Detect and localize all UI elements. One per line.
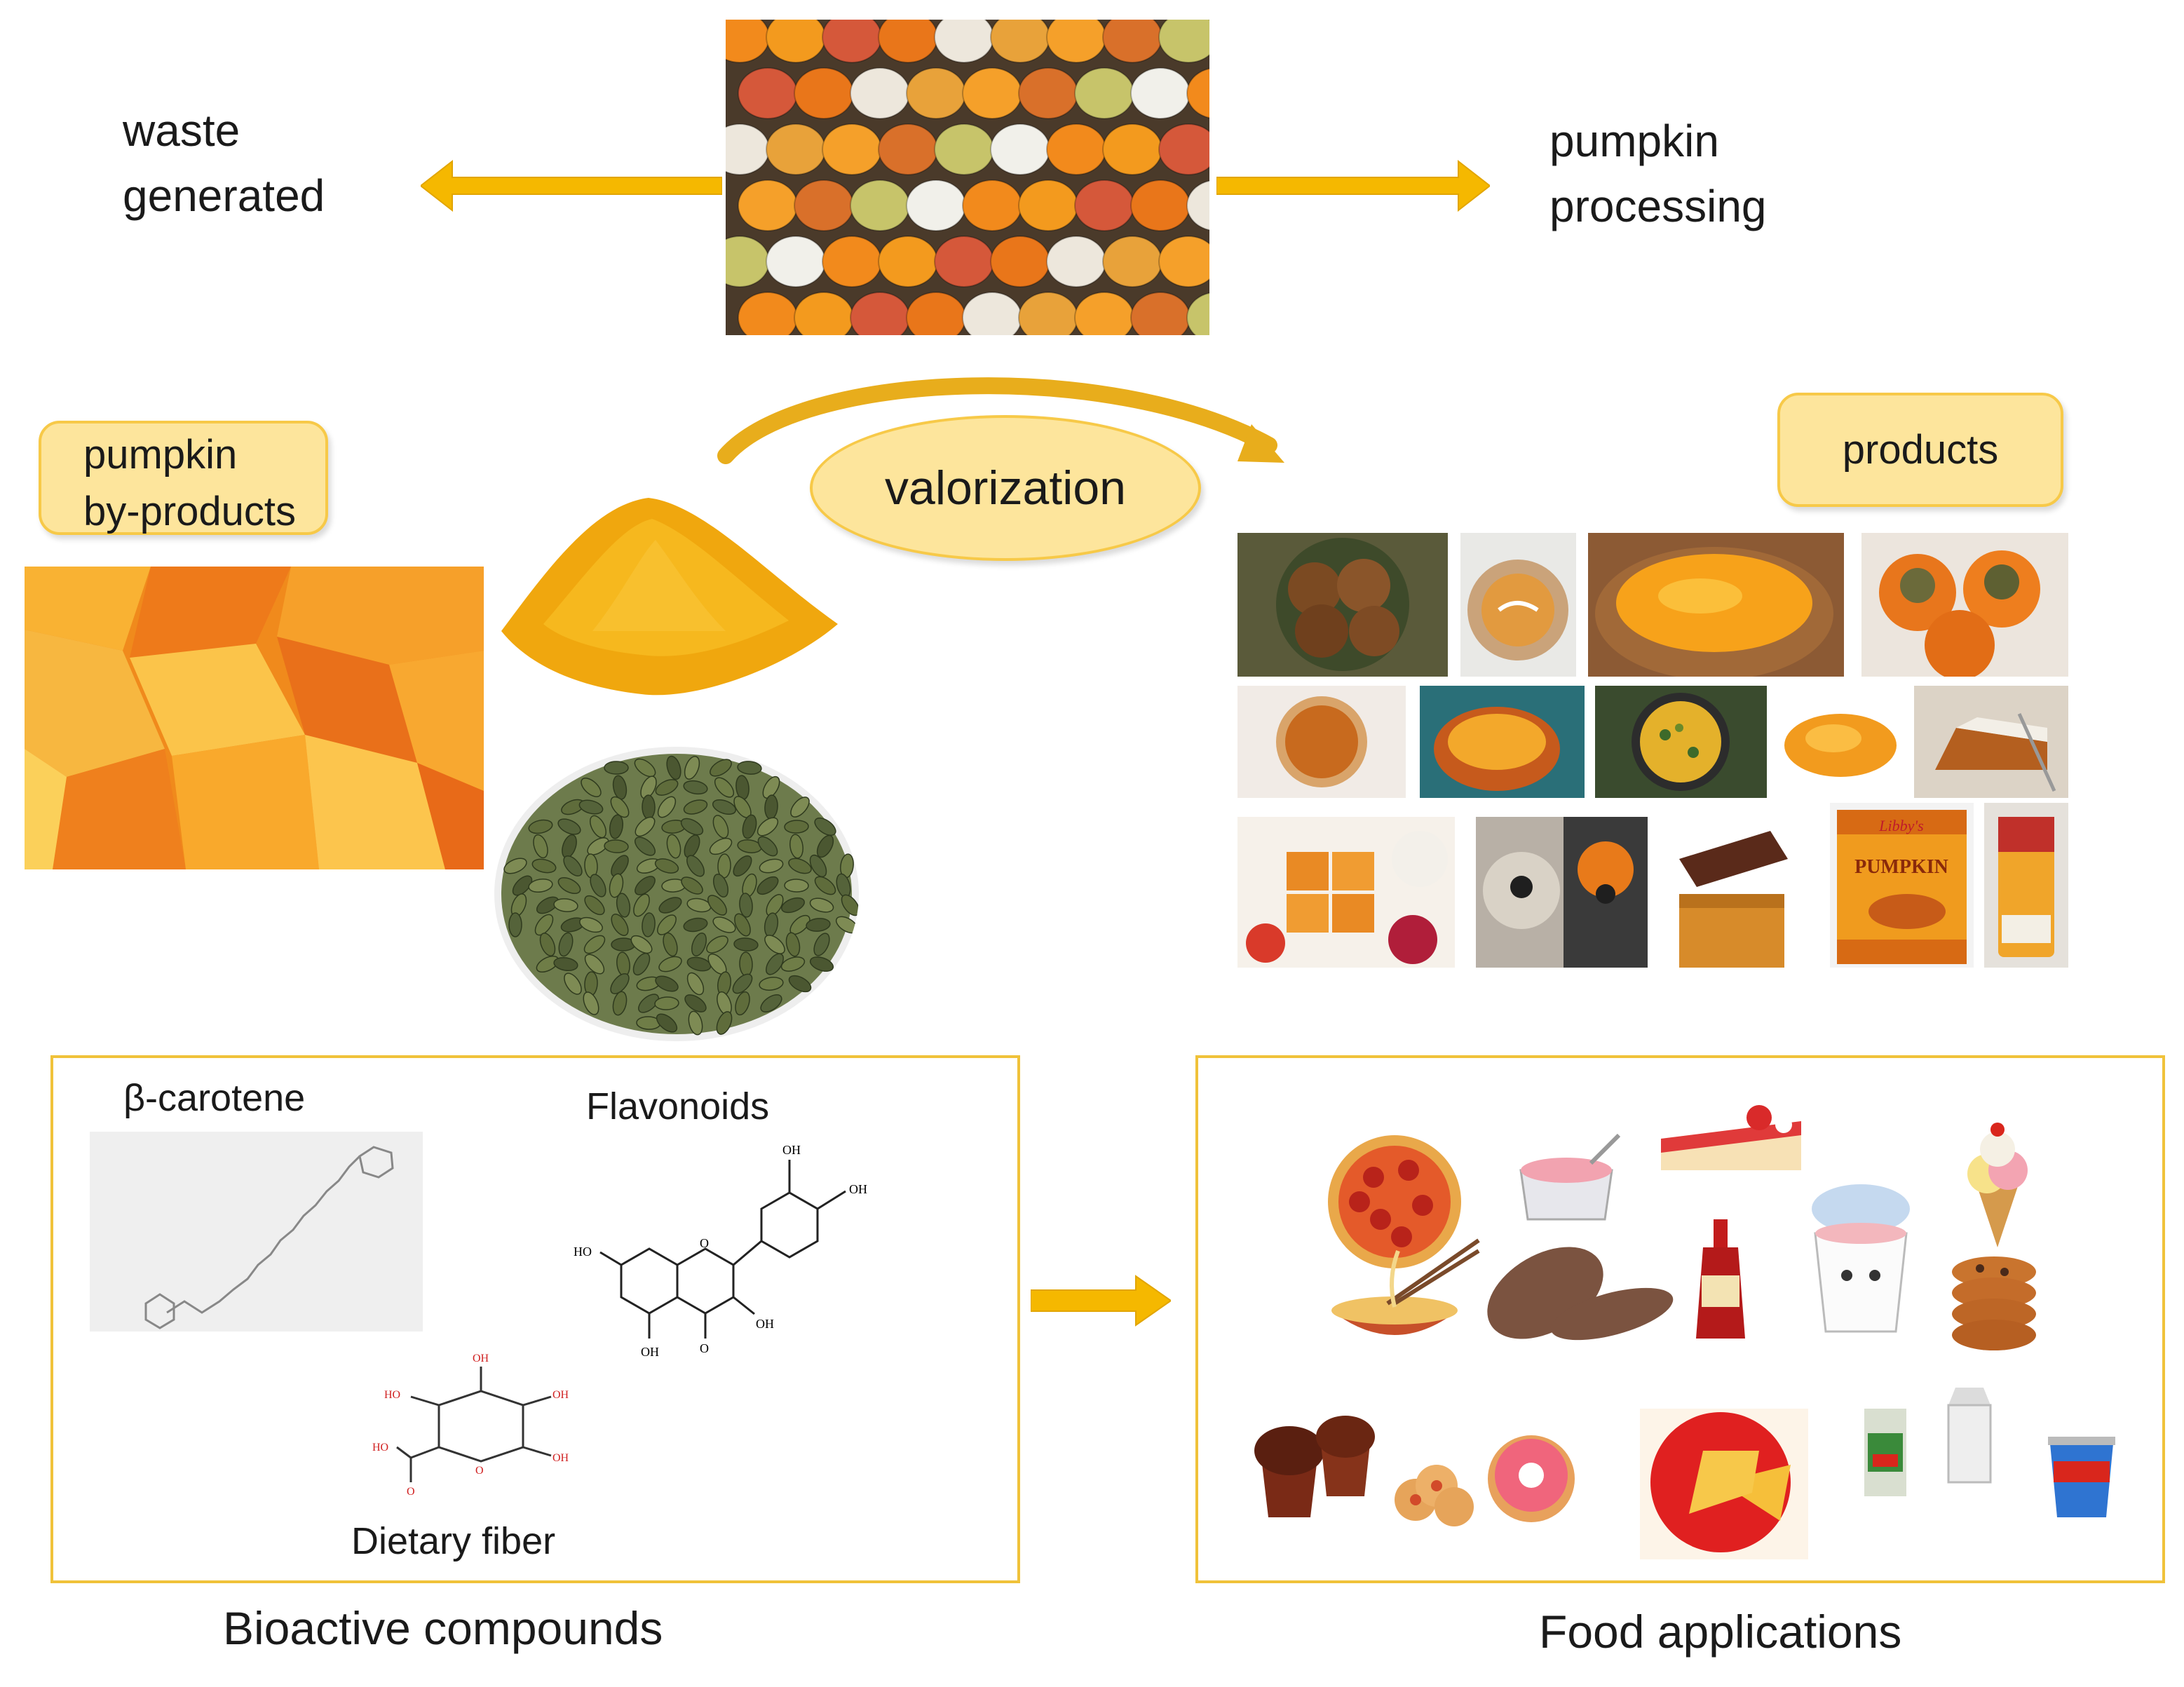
cookies-icon bbox=[1395, 1465, 1474, 1526]
cup-icon bbox=[1812, 1184, 1910, 1333]
product-cake-slice-photo bbox=[1914, 686, 2068, 798]
food-applications-frame bbox=[1195, 1055, 2165, 1583]
products-pill: products bbox=[1777, 393, 2063, 507]
fiber-acid-o-label: O bbox=[407, 1486, 415, 1498]
pizza-icon bbox=[1328, 1135, 1461, 1268]
product-soup-photo bbox=[1460, 533, 1576, 677]
flavonoid-ho-label: HO bbox=[574, 1245, 592, 1259]
arrow-right-icon bbox=[1216, 159, 1490, 212]
product-pie-photo bbox=[1237, 686, 1406, 798]
processing-label-line1: pumpkin bbox=[1549, 116, 1719, 166]
product-bread-photo bbox=[1665, 810, 1798, 968]
flavonoid-oh-5-label: OH bbox=[641, 1345, 659, 1359]
hot-sauce-icon bbox=[1696, 1219, 1745, 1339]
fiber-ho-left-label: HO bbox=[384, 1389, 400, 1401]
arrow-left-icon bbox=[421, 159, 722, 212]
cake-slice-icon bbox=[1661, 1105, 1801, 1170]
flavonoids-label: Flavonoids bbox=[586, 1085, 770, 1127]
bread-loaf-icon bbox=[1487, 1247, 1674, 1341]
fiber-ho-acid-label: HO bbox=[372, 1442, 388, 1454]
product-chips-photo bbox=[1777, 686, 1904, 798]
product-blender-photo bbox=[1476, 817, 1648, 968]
product-risotto-photo bbox=[1595, 686, 1767, 798]
arrow-right-icon bbox=[1031, 1275, 1171, 1327]
processing-label-line2: processing bbox=[1549, 180, 1767, 231]
dietary-fiber-molecule-icon: OH HO OH OH O HO O bbox=[372, 1353, 569, 1498]
waste-generated-label: waste generated bbox=[123, 98, 325, 229]
product-puree-photo bbox=[1588, 533, 1844, 677]
waste-label-line2: generated bbox=[123, 170, 325, 221]
product-can-photo: Libby's PUMPKIN bbox=[1830, 803, 1974, 968]
product-pumpkin-soup-photo bbox=[1420, 686, 1585, 798]
food-applications-caption: Food applications bbox=[1539, 1606, 1902, 1658]
cheese-icon bbox=[1640, 1409, 1808, 1559]
pumpkin-peel-photo bbox=[25, 567, 484, 869]
can-brand-text: Libby's bbox=[1878, 817, 1923, 834]
beta-carotene-structure bbox=[90, 1132, 423, 1332]
fiber-oh-top-label: OH bbox=[473, 1353, 489, 1364]
flavonoid-oh-3-label: OH bbox=[756, 1317, 774, 1331]
curved-arrow-icon bbox=[717, 377, 1284, 464]
flavonoid-keto-o-label: O bbox=[700, 1341, 709, 1355]
fiber-oh-right-label: OH bbox=[552, 1389, 569, 1401]
yogurt-cup-icon bbox=[1519, 1133, 1621, 1221]
flavonoid-molecule-icon: HO O O OH OH OH OH bbox=[574, 1143, 867, 1359]
products-label: products bbox=[1842, 426, 1999, 473]
product-stuffed-pumpkins-photo bbox=[1861, 533, 2068, 677]
cookies-icon bbox=[1952, 1256, 2036, 1350]
product-small-can-photo bbox=[1984, 803, 2068, 968]
flavonoid-oh-3p-label: OH bbox=[782, 1143, 801, 1157]
milk-carton-icon bbox=[1947, 1388, 1992, 1484]
bioactive-compounds-caption: Bioactive compounds bbox=[223, 1602, 663, 1654]
noodle-bowl-icon bbox=[1331, 1238, 1480, 1335]
dietary-fiber-label: Dietary fiber bbox=[351, 1520, 556, 1562]
pumpkins-photo bbox=[726, 20, 1209, 335]
flavonoid-oh-4p-label: OH bbox=[849, 1182, 867, 1196]
beta-carotene-molecule-icon bbox=[144, 1146, 394, 1329]
bioactive-compounds-frame: β-carotene Flavonoids HO O O OH OH OH OH bbox=[50, 1055, 1020, 1583]
donut-icon bbox=[1488, 1435, 1575, 1522]
byproducts-label-line2: by-products bbox=[83, 489, 297, 535]
cup-icon bbox=[2048, 1437, 2115, 1517]
valorization-ellipse: valorization bbox=[810, 415, 1201, 561]
pumpkin-processing-label: pumpkin processing bbox=[1549, 109, 1767, 239]
flavonoid-o-ring-label: O bbox=[700, 1236, 709, 1250]
fiber-oh-bottom-label: OH bbox=[552, 1452, 569, 1464]
fiber-ring-o-label: O bbox=[475, 1465, 484, 1477]
products-photo-grid: Libby's PUMPKIN bbox=[1237, 533, 2068, 968]
product-muffins-photo bbox=[1237, 533, 1448, 677]
byproducts-label-line1: pumpkin bbox=[83, 432, 238, 477]
waste-label-line1: waste bbox=[123, 105, 240, 156]
pumpkin-powder-image bbox=[501, 498, 838, 696]
product-fudge-photo bbox=[1237, 817, 1455, 968]
beta-carotene-label: β-carotene bbox=[123, 1077, 306, 1119]
valorization-label: valorization bbox=[885, 461, 1126, 515]
muffin-icon bbox=[1254, 1416, 1375, 1517]
pumpkin-seeds-plate bbox=[494, 747, 859, 1041]
can-label-text: PUMPKIN bbox=[1854, 856, 1948, 878]
byproducts-pill: pumpkin by-products bbox=[39, 421, 328, 535]
juice-carton-icon bbox=[1864, 1409, 1906, 1496]
ice-cream-icon bbox=[1967, 1123, 2028, 1247]
